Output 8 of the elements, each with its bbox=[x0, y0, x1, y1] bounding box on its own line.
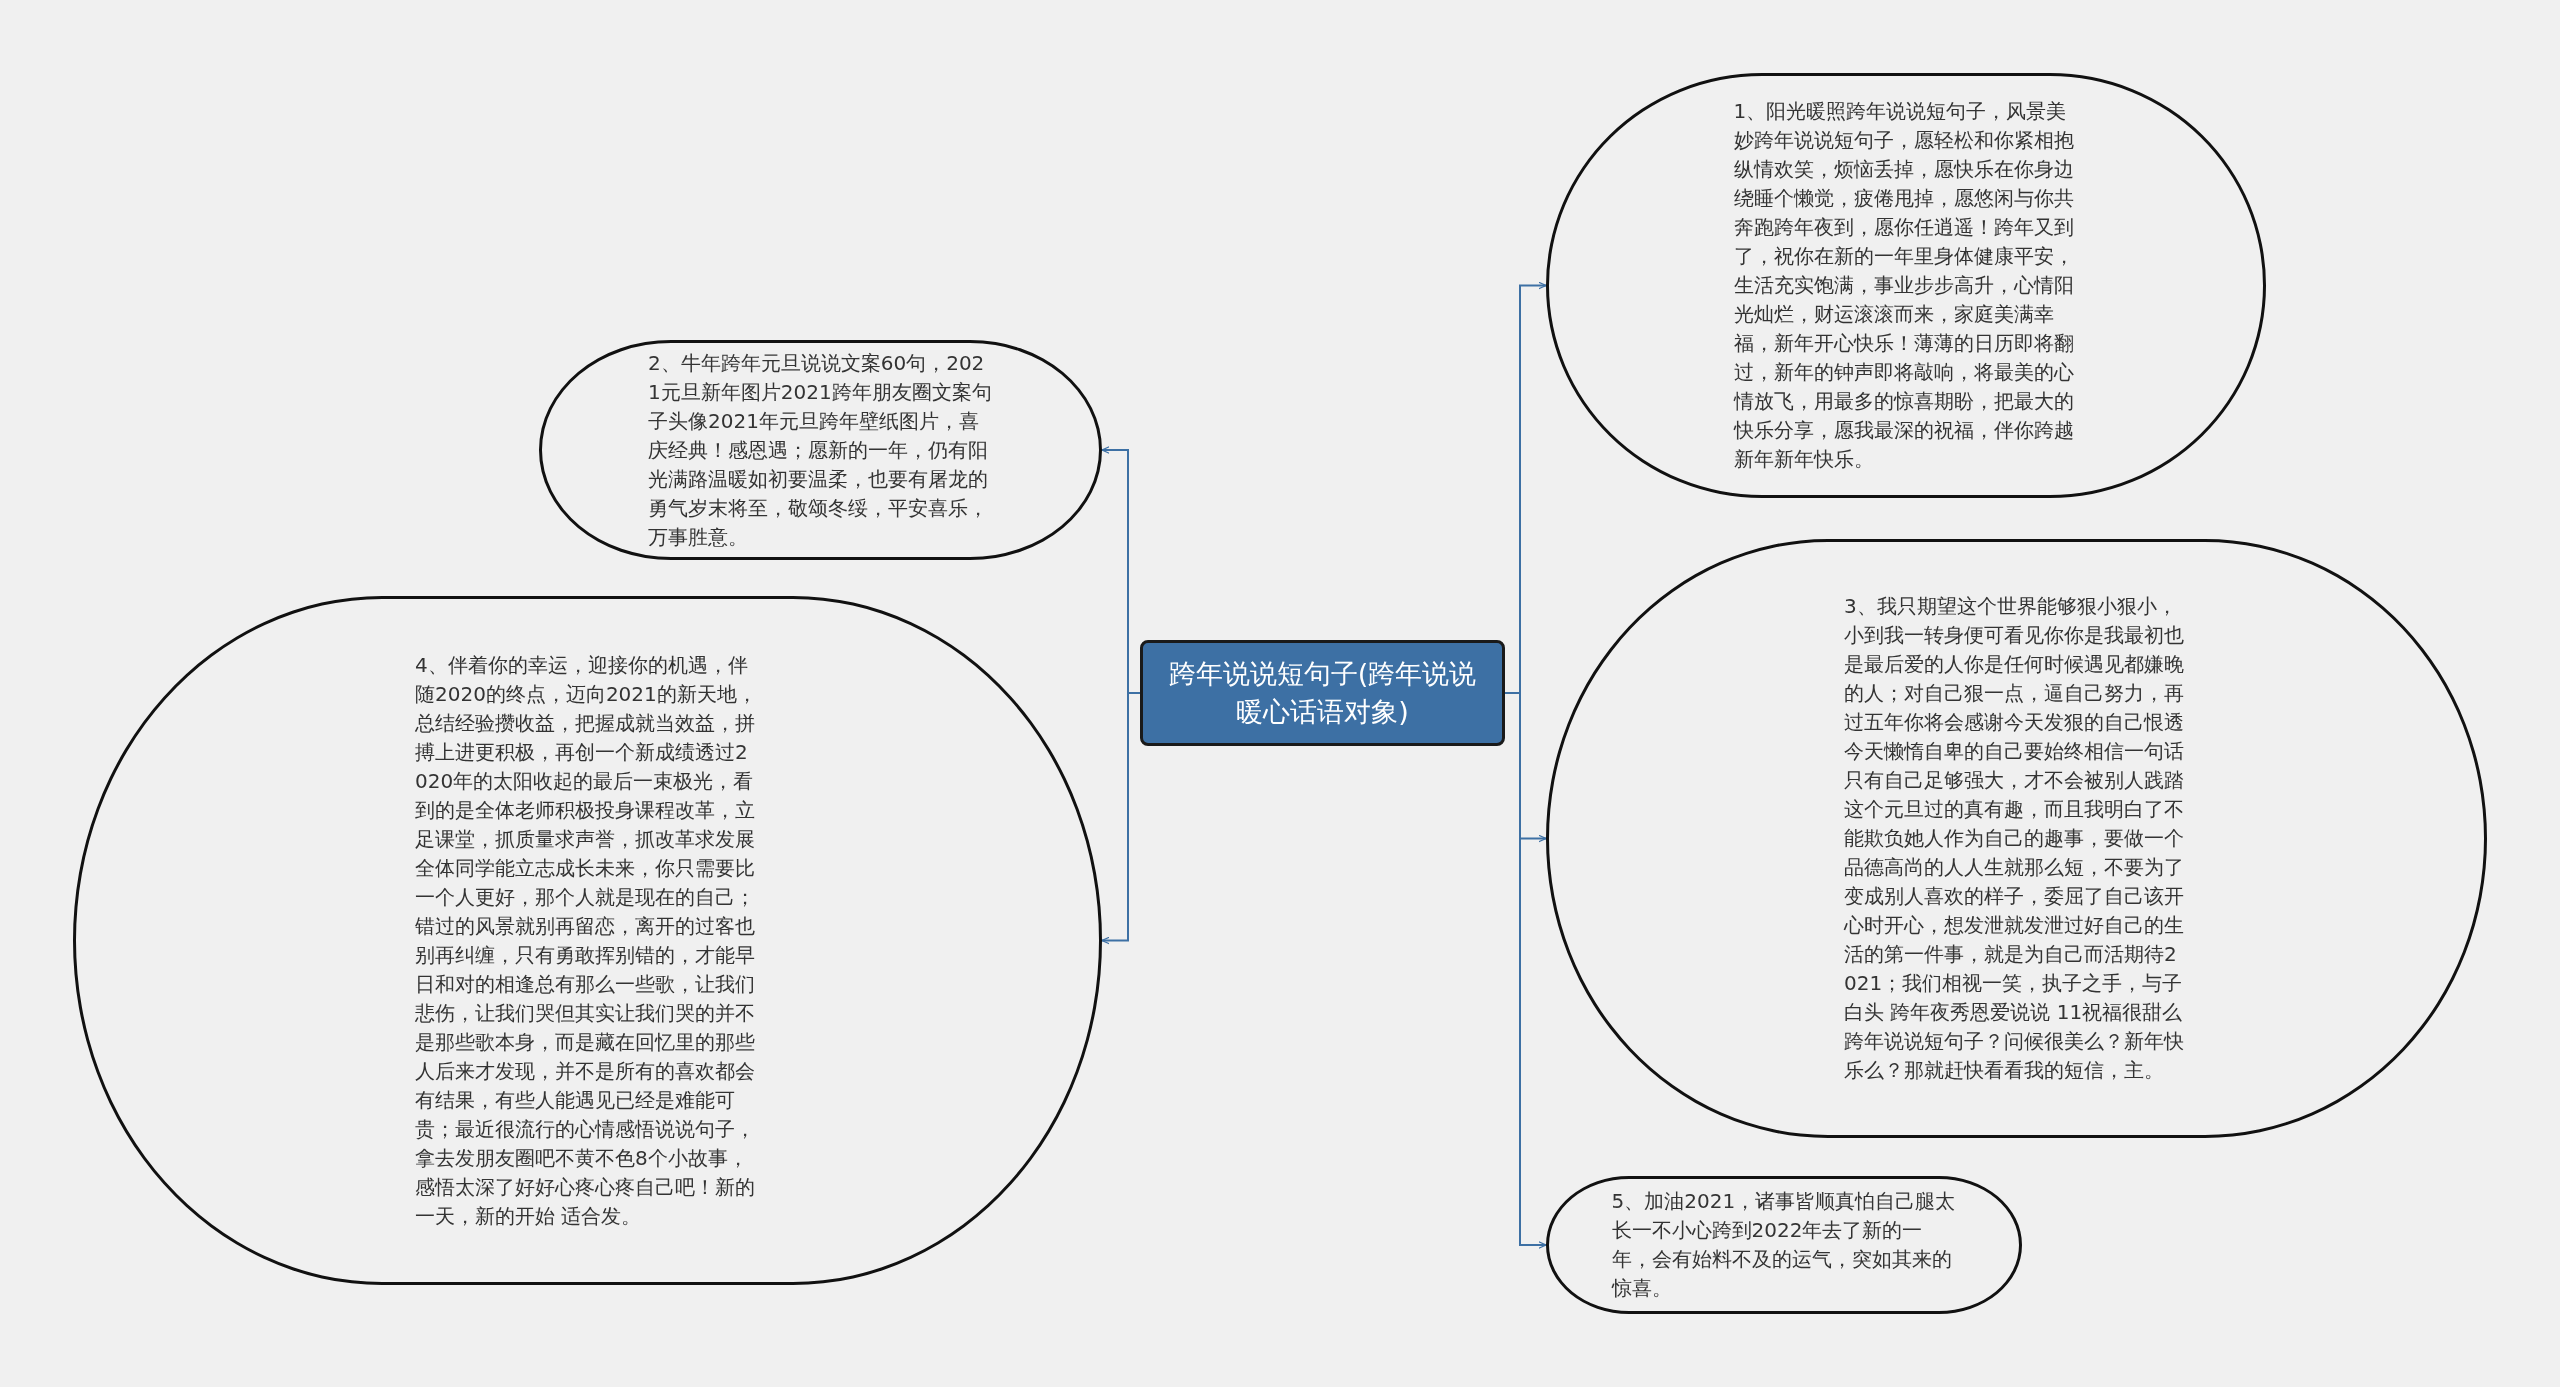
connector-arrow bbox=[1101, 692, 1141, 945]
topic-box bbox=[1140, 640, 1505, 746]
paragraph: 1、阳光暖照跨年说说短句子，风景美妙跨年说说短句子，愿轻松和你紧相抱纵情欢笑，烦恼丢掉，愿快乐在你身边绕睡个懒觉，疲倦甩掉，愿悠闲与你共奔跑跨年夜到，愿你任逍遥！跨年又到了，祝你在新的一年里身体健康平安，生活充实饱满，事业步步高升，心情阳光灿烂，财运滚滚而来，家庭美满幸福，新年开心快乐！薄薄的日历即将翻过，新年的钟声即将敲响，将最美的心情放飞，用最多的惊喜期盼，把最大的快乐分享，愿我最深的祝福，伴你跨越新年新年快乐。 bbox=[1733, 98, 2075, 473]
paragraph: 5、加油2021，诸事皆顺真怕自己腿太长一不小心跨到2022年去了新的一年，会有始料不及的运气，突如其来的惊喜。 bbox=[1611, 1188, 1957, 1302]
topic-title: 跨年说说短句子(跨年说说暖心话语对象) bbox=[1167, 657, 1478, 729]
paragraph: 2、牛年跨年元旦说说文案60句，2021元旦新年图片2021跨年朋友圈文案句子头像2021年元旦跨年壁纸图片，喜庆经典！感恩遇；愿新的一年，仍有阳光满路温暖如初要温柔，也要有屠龙的勇气岁末将至，敬颂冬绥，平安喜乐，万事胜意。 bbox=[648, 349, 993, 551]
paragraph: 4、伴着你的幸运，迎接你的机遇，伴随2020的终点，迈向2021的新天地，总结经验攒收益，把握成就当效益，拼搏上进更积极，再创一个新成绩透过2020年的太阳收起的最后一束极光，看到的是全体老师积极投身课程改革，立足课堂，抓质量求声誉，抓改革求发展全体同学能立志成长未来，你只需要比一个人更好，那个人就是现在的自己；错过的风景就别再留恋，离开的过客也别再纠缠，只有勇敢挥别错的，才能早日和对的相逢总有那么一些歌，让我们悲伤，让我们哭但其实让我们哭的并不是那些歌本身，而是藏在回忆里的那些人后来才发现，并不是所有的喜欢都会有结果，有些人能遇见已经是难能可贵；最近很流行的心情感悟说说句子，拿去发朋友圈吧不黄不色8个小故事，感悟太深了好好心疼心疼自己吧！新的一天，新的开始 适合发。 bbox=[415, 651, 758, 1230]
paragraph: 3、我只期望这个世界能够狠小狠小，小到我一转身便可看见你你是我最初也是最后爱的人你是任何时候遇见都嫌晚的人；对自己狠一点，逼自己努力，再过五年你将会感谢今天发狠的自己恨透今天懒惰自卑的自己要始终相信一句话只有自己足够强大，才不会被别人践踏这个元旦过的真有趣，而且我明白了不能欺负她人作为自己的趣事，要做一个品德高尚的人人生就那么短，不要为了变成别人喜欢的样子，委屈了自己该开心时开心，想发泄就发泄过好自己的生活的第一件事，就是为自己而活期待2021；我们相视一笑，执子之手，与子白头 跨年夜秀恩爱说说 11祝福很甜么跨年说说短句子？问候很美么？新年快乐么？那就赶快看看我的短信，主。 bbox=[1844, 593, 2185, 1084]
